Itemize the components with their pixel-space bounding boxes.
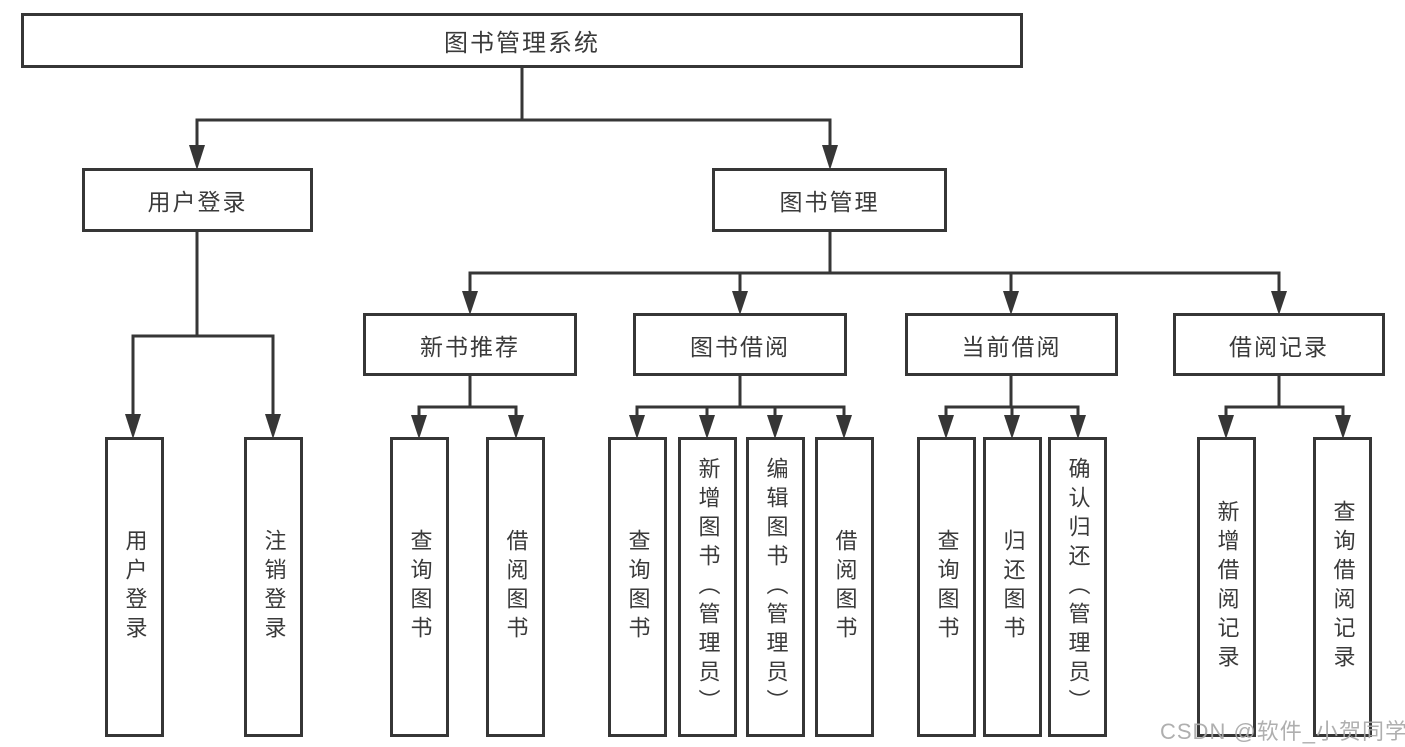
- arrowhead-icon: [1218, 415, 1234, 439]
- node-query-books-recommend: 查询图书: [390, 437, 449, 737]
- node-add-books-admin: 新增图书（管理员）: [678, 437, 737, 737]
- node-book-borrowing: 图书借阅: [633, 313, 847, 376]
- arrowhead-icon: [462, 291, 478, 315]
- node-root: 图书管理系统: [21, 13, 1023, 68]
- connector-current-borrow-to-leaves: [938, 374, 1086, 439]
- node-return-books: 归还图书: [983, 437, 1042, 737]
- node-current-borrowing: 当前借阅: [905, 313, 1118, 376]
- node-borrow-books-borrowing: 借阅图书: [815, 437, 874, 737]
- arrowhead-icon: [1003, 291, 1019, 315]
- node-logout: 注销登录: [244, 437, 303, 737]
- watermark: CSDN @软件_小贺同学: [1160, 719, 1405, 744]
- arrowhead-icon: [411, 415, 427, 439]
- connector-new-rec-to-leaves: [411, 374, 524, 439]
- arrowhead-icon: [732, 291, 748, 315]
- arrowhead-icon: [836, 415, 852, 439]
- node-user-login: 用户登录: [82, 168, 313, 232]
- node-borrow-records: 借阅记录: [1173, 313, 1385, 376]
- arrowhead-icon: [767, 415, 783, 439]
- node-edit-books-admin: 编辑图书（管理员）: [746, 437, 805, 737]
- connector-borrow-records-to-leaves: [1218, 374, 1351, 439]
- connector-book-mgmt-to-level2: [462, 230, 1287, 315]
- arrowhead-icon: [125, 414, 141, 439]
- node-new-book-recommend: 新书推荐: [363, 313, 577, 376]
- connector-book-borrow-to-leaves: [629, 374, 852, 439]
- connector-user-login-to-leaves: [125, 230, 281, 439]
- arrowhead-icon: [822, 145, 838, 170]
- node-query-books-borrowing: 查询图书: [608, 437, 667, 737]
- arrowhead-icon: [1271, 291, 1287, 315]
- arrowhead-icon: [189, 145, 205, 170]
- node-book-management: 图书管理: [712, 168, 947, 232]
- arrowhead-icon: [938, 415, 954, 439]
- arrowhead-icon: [629, 415, 645, 439]
- connector-root-to-level1: [189, 66, 838, 170]
- arrowhead-icon: [508, 415, 524, 439]
- node-query-books-current: 查询图书: [917, 437, 976, 737]
- arrowhead-icon: [1335, 415, 1351, 439]
- node-borrow-books-recommend: 借阅图书: [486, 437, 545, 737]
- arrowhead-icon: [1004, 415, 1020, 439]
- node-add-borrow-record: 新增借阅记录: [1197, 437, 1256, 737]
- arrowhead-icon: [265, 414, 281, 439]
- node-query-borrow-record: 查询借阅记录: [1313, 437, 1372, 737]
- arrowhead-icon: [1070, 415, 1086, 439]
- arrowhead-icon: [699, 415, 715, 439]
- node-confirm-return-admin: 确认归还（管理员）: [1048, 437, 1107, 737]
- node-login: 用户登录: [105, 437, 164, 737]
